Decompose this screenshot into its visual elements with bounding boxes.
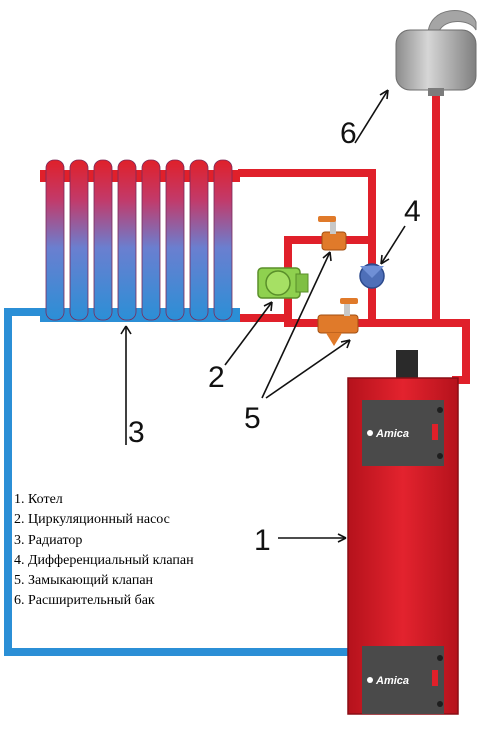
arrow-2 xyxy=(224,301,273,366)
radiator-section xyxy=(45,159,65,321)
radiator-section xyxy=(141,159,161,321)
boiler-door-top xyxy=(362,400,444,466)
boiler-door-bottom xyxy=(362,646,444,714)
callout-4: 4 xyxy=(404,195,421,228)
arrow-4 xyxy=(380,225,406,265)
callout-3: 3 xyxy=(128,416,145,449)
callout-6: 6 xyxy=(340,117,357,150)
radiator-section xyxy=(189,159,209,321)
arrow-5a xyxy=(261,251,331,399)
closing-valve-top xyxy=(318,216,347,251)
callout-1: 1 xyxy=(254,524,271,557)
callout-5: 5 xyxy=(244,402,261,435)
radiator-section xyxy=(93,159,113,321)
boiler: Amica Amica xyxy=(347,350,459,715)
radiator-section xyxy=(165,159,185,321)
legend-item-4: 4. Дифференциальный клапан xyxy=(14,552,194,568)
radiator-section xyxy=(69,159,89,321)
legend-item-3: 3. Радиатор xyxy=(14,532,83,548)
legend-item-2: 2. Циркуляционный насос xyxy=(14,512,170,528)
radiator-section xyxy=(117,159,137,321)
brand-label-top: Amica xyxy=(375,428,409,440)
differential-valve xyxy=(359,263,385,289)
legend: 1. Котел 2. Циркуляционный насос 3. Ради… xyxy=(14,490,264,612)
closing-valve-bottom xyxy=(317,298,359,346)
return-pipe xyxy=(4,308,352,656)
expansion-tank xyxy=(395,10,477,96)
callout-2: 2 xyxy=(208,361,225,394)
arrow-5b xyxy=(265,339,351,399)
legend-item-1: 1. Котел xyxy=(14,492,63,507)
radiator xyxy=(40,159,240,322)
legend-item-5: 5. Замыкающий клапан xyxy=(14,573,154,589)
brand-label-bottom: Amica xyxy=(375,675,409,687)
circulation-pump xyxy=(257,267,309,299)
radiator-section xyxy=(213,159,233,321)
legend-item-6: 6. Расширительный бак xyxy=(14,593,155,609)
arrow-6 xyxy=(354,89,389,144)
